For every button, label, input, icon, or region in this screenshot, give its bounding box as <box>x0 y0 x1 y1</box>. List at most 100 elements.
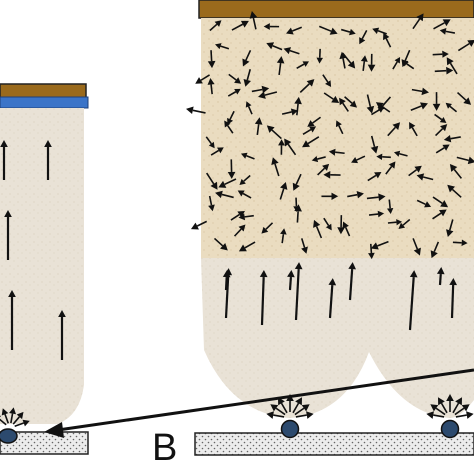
growth-direction-arrow-shaft <box>435 147 445 154</box>
growth-direction-arrow-shaft <box>12 416 20 425</box>
growth-direction-arrow-head <box>442 50 449 58</box>
growth-direction-arrow-head <box>294 204 302 212</box>
growth-direction-arrow-shaft <box>348 268 354 301</box>
growth-direction-arrow-shaft <box>296 103 299 116</box>
growth-direction-arrow-head <box>195 77 203 84</box>
growth-direction-arrow-shaft <box>361 30 368 40</box>
growth-direction-arrow-shaft <box>340 28 351 33</box>
growth-direction-arrow-head <box>447 184 456 193</box>
growth-direction-arrow-head <box>339 51 347 60</box>
growth-direction-arrow-head <box>439 28 447 35</box>
growth-direction-arrow-head <box>238 213 246 221</box>
growth-direction-arrow-head <box>22 419 30 427</box>
growth-direction-arrow-head <box>190 222 199 230</box>
growth-direction-arrow-shaft <box>292 402 300 414</box>
growth-direction-arrow-head <box>401 60 409 67</box>
growth-direction-arrow-head <box>348 262 357 270</box>
growth-direction-arrow-head <box>44 140 52 147</box>
growth-direction-arrow-shaft <box>449 105 458 113</box>
growth-direction-arrow-head <box>245 101 252 108</box>
growth-direction-arrow-shaft <box>281 234 285 244</box>
growth-direction-arrow-head <box>416 173 425 181</box>
growth-direction-arrow-head <box>266 42 275 50</box>
growth-direction-arrow-shaft <box>367 174 377 182</box>
growth-direction-arrow-shaft <box>220 45 230 50</box>
growth-direction-arrow-shaft <box>449 62 458 75</box>
growth-direction-arrow-head <box>359 37 366 45</box>
growth-direction-arrow-shaft <box>456 91 467 101</box>
growth-direction-arrow-head <box>278 139 285 146</box>
growth-direction-arrow-head <box>420 102 428 110</box>
growth-direction-arrow-shaft <box>205 136 212 145</box>
growth-direction-arrow-head <box>439 116 447 124</box>
connector-arrow <box>44 368 474 438</box>
growth-direction-arrow-shaft <box>210 84 213 95</box>
growth-direction-arrow-shaft <box>317 167 326 176</box>
growth-direction-arrow-shaft <box>450 284 455 319</box>
growth-direction-arrow-head <box>302 140 310 148</box>
growth-direction-arrow-head <box>393 150 401 157</box>
growth-direction-arrow-head <box>307 120 315 127</box>
growth-direction-arrow-shaft <box>412 18 421 30</box>
growth-direction-arrow-head <box>301 404 310 412</box>
growth-direction-arrow-shaft <box>294 269 300 321</box>
growth-direction-arrow-shaft <box>231 23 244 31</box>
growth-direction-arrow-shaft <box>209 23 218 32</box>
growth-direction-arrow-head <box>234 88 241 95</box>
growth-direction-arrow-head <box>186 106 194 115</box>
growth-direction-arrow-shaft <box>272 45 283 51</box>
growth-direction-arrow-head <box>331 95 340 104</box>
growth-direction-arrow-shaft <box>294 407 305 416</box>
growth-direction-arrow-shaft <box>280 402 288 414</box>
growth-direction-arrow-head <box>421 87 429 96</box>
growth-direction-arrow-shaft <box>408 169 418 177</box>
growth-direction-arrow-head <box>290 108 299 116</box>
growth-direction-arrow-shaft <box>279 188 285 200</box>
growth-direction-arrow-shaft <box>377 240 389 247</box>
growth-direction-arrow-head <box>214 20 222 27</box>
growth-direction-arrow-head <box>386 207 394 215</box>
growth-direction-arrow-head <box>224 120 231 128</box>
growth-direction-arrow-shaft <box>246 69 252 81</box>
growth-direction-arrow-head <box>266 411 274 419</box>
growth-direction-arrow-shaft <box>433 22 445 30</box>
growth-direction-arrow-shaft <box>435 128 444 137</box>
growth-direction-arrow-shaft <box>432 196 443 204</box>
growth-direction-arrow-head <box>322 163 330 171</box>
growth-direction-arrow-shaft <box>289 49 300 55</box>
growth-direction-arrow-head <box>328 148 336 156</box>
growth-direction-arrow-shaft <box>445 30 456 34</box>
growth-direction-arrow-head <box>258 91 266 99</box>
growth-direction-arrow-head <box>313 219 321 228</box>
growth-direction-arrow-shaft <box>208 195 213 206</box>
growth-direction-arrow-head <box>466 411 474 419</box>
growth-direction-arrow-head <box>294 262 303 270</box>
growth-direction-arrow-head <box>376 153 383 161</box>
growth-direction-arrow-head <box>240 20 249 28</box>
growth-direction-arrow-head <box>430 250 438 259</box>
growth-direction-arrow-head <box>413 247 421 256</box>
growth-direction-arrow-head <box>239 178 246 186</box>
growth-direction-arrow-head <box>215 190 223 199</box>
growth-direction-arrow-head <box>227 171 236 179</box>
nucleation-seed <box>0 428 18 444</box>
growth-direction-arrow-shaft <box>295 173 302 185</box>
growth-direction-arrow-head <box>337 227 345 235</box>
growth-direction-arrow-shaft <box>244 241 256 249</box>
growth-direction-arrow-shaft <box>335 151 345 155</box>
growth-direction-arrow-shaft <box>246 155 255 160</box>
growth-direction-arrow-head <box>366 105 375 114</box>
growth-direction-arrow-head <box>442 144 450 151</box>
growth-direction-arrow-shaft <box>0 418 7 426</box>
growth-direction-arrow-shaft <box>224 275 230 319</box>
growth-direction-arrow-shaft <box>406 63 415 70</box>
growth-direction-arrow-head <box>270 404 279 412</box>
growth-direction-arrow-shaft <box>392 61 398 70</box>
growth-direction-arrow-shaft <box>300 238 306 248</box>
growth-direction-arrow-head <box>280 182 288 190</box>
growth-direction-arrow-shaft <box>454 407 465 416</box>
growth-direction-arrow-head <box>210 181 218 190</box>
growth-direction-arrow-shaft <box>244 214 254 218</box>
growth-direction-arrow-head <box>323 171 331 179</box>
